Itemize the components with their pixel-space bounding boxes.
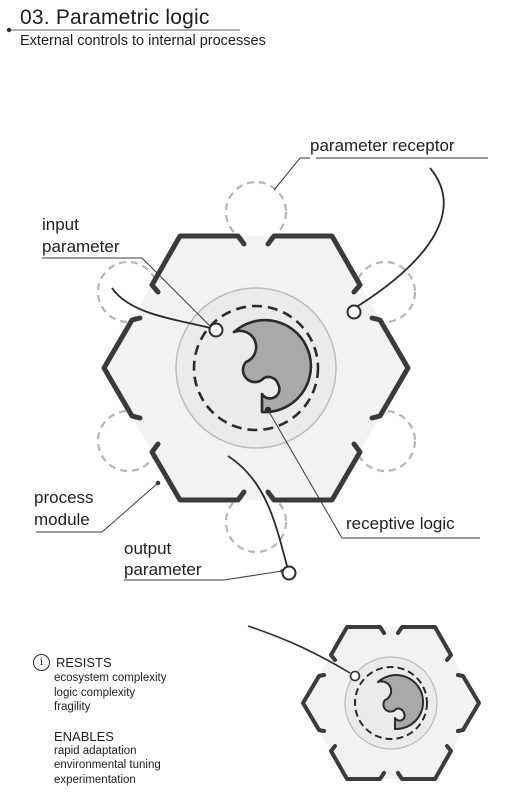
- dashed-receptor-top: [224, 180, 288, 244]
- output-wire: [227, 455, 288, 567]
- output-parameter-leader: [124, 570, 283, 581]
- hex-edge-bottom-left: [149, 441, 247, 503]
- small-hex-edge-bottom-right: [396, 744, 453, 781]
- small-hex-edge-bottom-left: [329, 744, 386, 781]
- enables-list: rapid adaptation environmental tuning ex…: [54, 744, 263, 788]
- resists-list: ecosystem complexity logic complexity fr…: [54, 671, 263, 715]
- list-item: rapid adaptation: [54, 744, 137, 757]
- small-process-module: [301, 625, 481, 781]
- output-parameter-label-line1: output: [124, 539, 172, 558]
- input-wire: [111, 287, 211, 329]
- dashed-receptor-lower-right: [353, 409, 417, 473]
- output-parameter-label-line2: parameter: [124, 560, 202, 579]
- receptive-logic-label: receptive logic: [346, 514, 455, 533]
- output-parameter-leader-dot: [280, 569, 284, 573]
- small-hex-edge-right: [456, 673, 481, 733]
- dashed-receptor-bottom: [224, 490, 288, 554]
- small-receptive-logic-core: [377, 674, 425, 731]
- parameter-receptor-label: parameter receptor: [310, 136, 455, 155]
- hex-edge-top-left: [149, 233, 247, 295]
- hex-edge-bottom-right: [265, 441, 363, 503]
- large-process-module: [96, 180, 417, 554]
- small-hex-edge-left: [301, 673, 326, 733]
- list-item: experimentation: [54, 773, 136, 786]
- output-parameter-dot: [281, 565, 297, 581]
- receptive-logic-leader: [267, 409, 480, 539]
- resists-heading-row: i RESISTS: [33, 654, 263, 671]
- input-parameter-label-line2: parameter: [42, 237, 120, 256]
- hex-edge-top-right: [265, 233, 363, 295]
- process-module-leader: [36, 482, 159, 533]
- hex-edge-right: [369, 315, 411, 421]
- input-parameter-label-line1: input: [42, 215, 79, 234]
- parameter-receptor-dot: [346, 304, 362, 320]
- process-module-label-line1: process: [34, 488, 94, 507]
- enables-heading: ENABLES: [54, 728, 114, 744]
- receptive-logic-core: [232, 318, 313, 414]
- page-title: 03. Parametric logic: [20, 6, 210, 29]
- input-parameter-leader: [42, 257, 210, 326]
- page-subtitle: External controls to internal processes: [20, 33, 266, 49]
- receptor-wire: [357, 167, 445, 307]
- small-dashed-logic-ring: [354, 666, 428, 740]
- small-hex-edge-top-left: [329, 625, 386, 662]
- list-item: environmental tuning: [54, 759, 161, 771]
- small-input-dot: [349, 670, 361, 682]
- parameter-receptor-leader: [273, 157, 310, 191]
- small-input-wire: [247, 625, 351, 674]
- list-item: logic complexity: [54, 686, 136, 699]
- process-module-label-line2: module: [34, 510, 90, 529]
- resists-heading: RESISTS: [56, 655, 112, 670]
- info-icon: i: [33, 654, 50, 671]
- hex-edge-left: [101, 315, 143, 421]
- dashed-logic-ring: [192, 304, 320, 432]
- process-module-leader-dot: [155, 480, 161, 486]
- small-hex-edge-top-right: [396, 625, 453, 662]
- list-item: fragility: [54, 701, 91, 713]
- input-parameter-dot: [208, 322, 224, 338]
- info-block: i RESISTS ecosystem complexity logic com…: [33, 654, 263, 787]
- dashed-receptor-upper-right: [353, 260, 417, 324]
- list-item: ecosystem complexity: [54, 672, 167, 684]
- title-bullet: [6, 27, 12, 33]
